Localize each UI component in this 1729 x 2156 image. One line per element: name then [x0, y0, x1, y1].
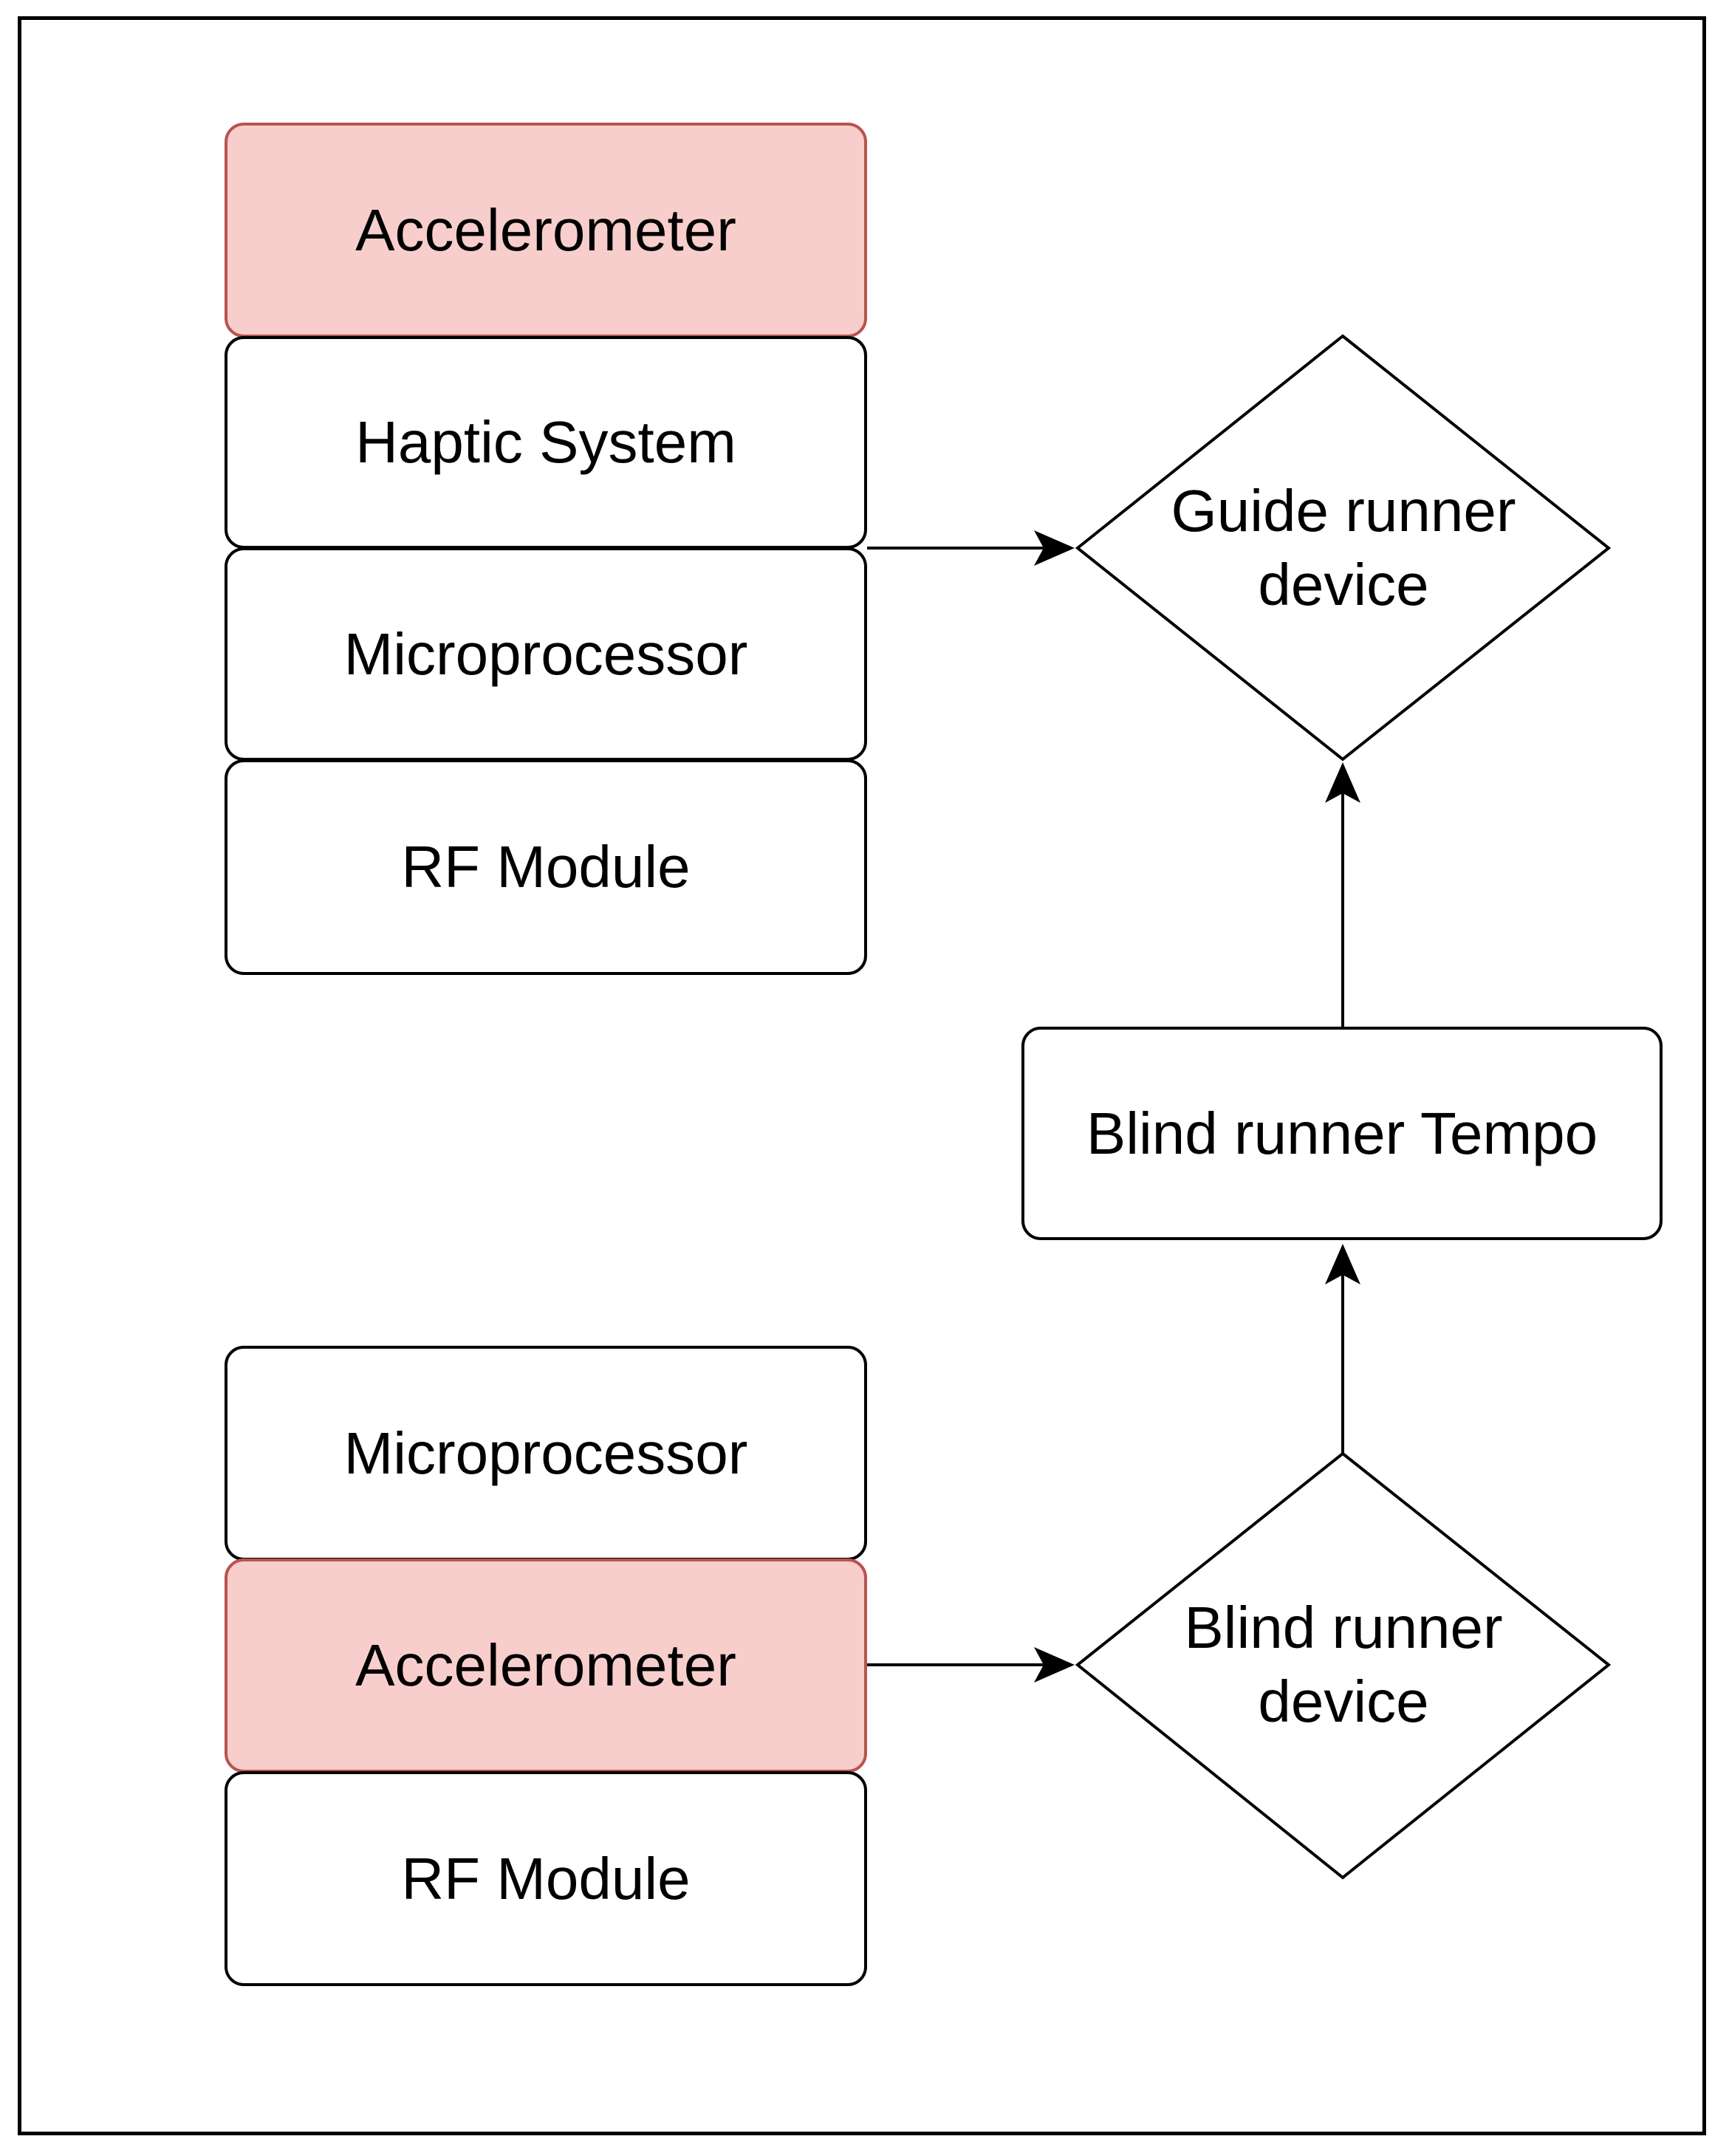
guide-runner-device-line2: device [1258, 552, 1429, 617]
blind-accelerometer-label: Accelerometer [355, 1632, 736, 1698]
guide-rf-module-box: RF Module [225, 759, 867, 975]
guide-microprocessor-box: Microprocessor [225, 547, 867, 761]
blind-accelerometer-box: Accelerometer [225, 1558, 867, 1773]
blind-runner-device-diamond [1075, 1451, 1612, 1880]
blind-runner-tempo-box: Blind runner Tempo [1021, 1027, 1663, 1240]
guide-device-arrowhead [1325, 762, 1360, 803]
blind-microprocessor-box: Microprocessor [225, 1346, 867, 1561]
guide-accelerometer-label: Accelerometer [355, 196, 736, 263]
guide-stack-arrowhead [1034, 530, 1075, 566]
guide-rf-module-label: RF Module [401, 834, 691, 900]
guide-runner-device-diamond [1075, 334, 1612, 762]
guide-runner-device-label: Guide runner device [1078, 467, 1609, 629]
blind-rf-module-box: RF Module [225, 1771, 867, 1986]
guide-microprocessor-label: Microprocessor [343, 620, 748, 687]
guide-runner-device-line1: Guide runner [1171, 478, 1516, 544]
blind-runner-device-line2: device [1258, 1669, 1429, 1734]
blind-rf-module-label: RF Module [401, 1845, 691, 1912]
blind-runner-device-line1: Blind runner [1184, 1595, 1503, 1660]
blind-stack-arrowhead [1034, 1647, 1075, 1683]
diagram-frame [18, 16, 1706, 2135]
guide-haptic-system-label: Haptic System [355, 409, 736, 475]
blind-runner-tempo-label: Blind runner Tempo [1086, 1100, 1598, 1166]
blind-runner-device-label: Blind runner device [1078, 1584, 1609, 1746]
tempo-arrowhead [1325, 1244, 1360, 1284]
blind-microprocessor-label: Microprocessor [343, 1420, 748, 1486]
